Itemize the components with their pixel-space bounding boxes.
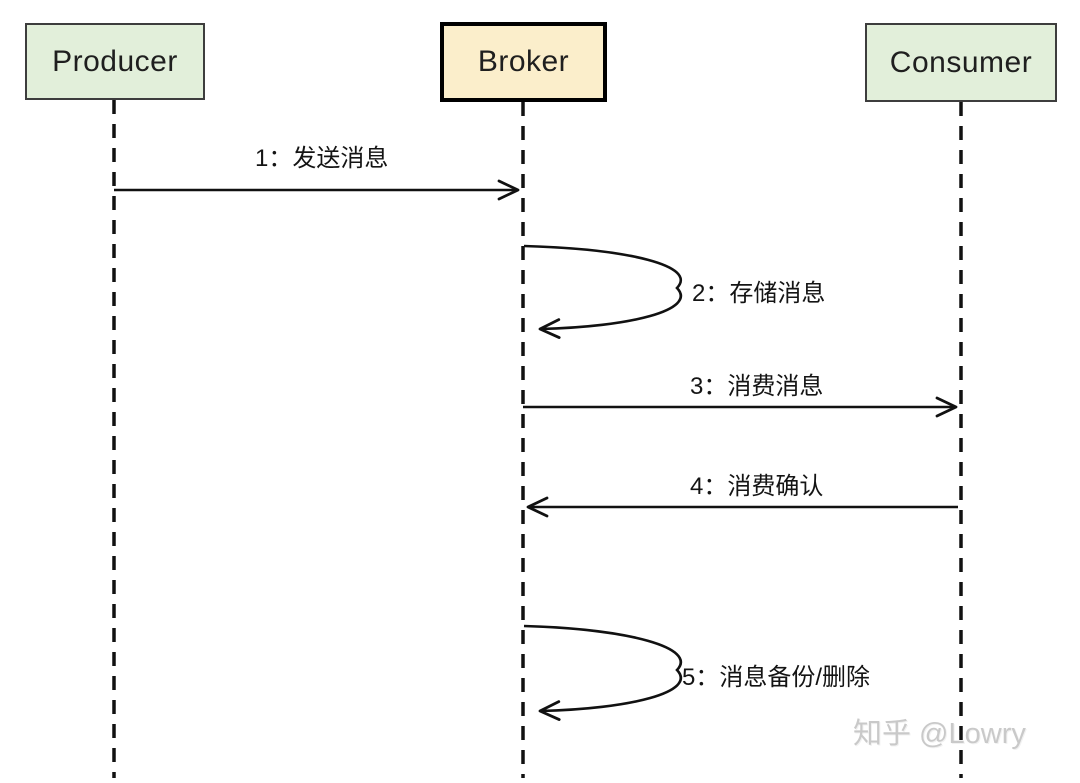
actor-label-consumer: Consumer: [889, 45, 1033, 79]
message-label-1: 1：发送消息: [255, 145, 389, 172]
message-label-5: 5：消息备份/删除: [682, 664, 871, 691]
message-label-2: 2：存储消息: [692, 280, 826, 307]
actor-box-broker: Broker: [440, 22, 607, 102]
self-loop-arrow-2: [523, 244, 683, 339]
actor-label-broker: Broker: [477, 45, 570, 78]
message-label-3: 3：消费消息: [690, 373, 824, 400]
actor-box-producer: Producer: [25, 23, 205, 100]
actor-label-producer: Producer: [52, 44, 178, 78]
message-label-4: 4：消费确认: [690, 473, 824, 500]
actor-box-consumer: Consumer: [865, 23, 1057, 102]
watermark: 知乎 @Lowry: [853, 718, 1026, 750]
self-loop-arrow-5: [523, 624, 683, 721]
